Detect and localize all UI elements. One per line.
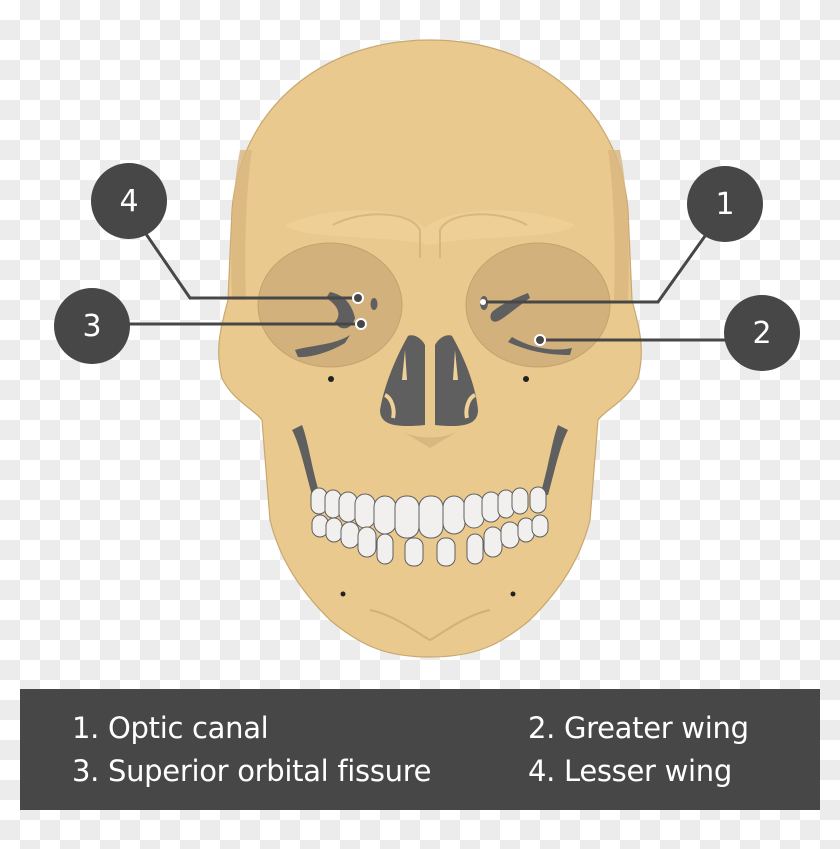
right-orbit — [465, 242, 611, 368]
right-lateral-cavity — [540, 425, 568, 495]
leader-lines — [128, 233, 725, 342]
callout-4: 4 — [91, 163, 167, 239]
callout-2: 2 — [724, 295, 800, 371]
marker-4 — [352, 292, 364, 304]
callout-1: 1 — [687, 166, 763, 242]
marker-3 — [355, 318, 367, 330]
marker-2 — [534, 334, 546, 346]
nasal-cavity — [380, 335, 478, 448]
leader-line-4 — [144, 233, 358, 300]
legend-box: 1. Optic canal 2. Greater wing 3. Superi… — [20, 689, 820, 810]
right-infraorbital-foramen — [523, 376, 529, 382]
left-mental-foramen — [340, 591, 346, 597]
pointer-markers — [352, 292, 546, 346]
leader-line-1 — [483, 235, 707, 304]
legend-item-1: 1. Optic canal — [72, 711, 269, 745]
teeth — [310, 486, 549, 567]
left-lateral-cavity — [292, 425, 320, 495]
legend-item-4: 4. Lesser wing — [528, 754, 732, 788]
left-infraorbital-foramen — [328, 376, 334, 382]
chin-contour — [369, 609, 491, 642]
left-orbit — [257, 242, 403, 368]
legend-item-2: 2. Greater wing — [528, 711, 749, 745]
legend-item-3: 3. Superior orbital fissure — [72, 754, 432, 788]
marker-1 — [480, 299, 486, 305]
callout-3: 3 — [54, 288, 130, 364]
right-mental-foramen — [510, 591, 516, 597]
